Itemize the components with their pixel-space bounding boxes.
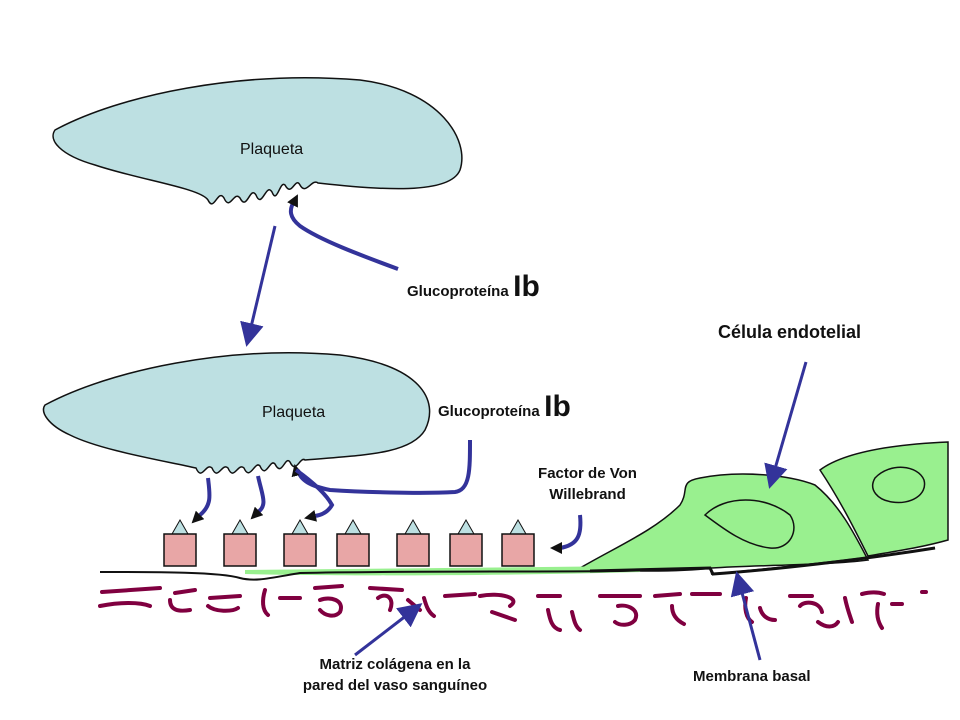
von-willebrand-line2: Willebrand — [549, 486, 626, 503]
glycoprotein-top-label: Glucoproteína Ib — [407, 270, 540, 304]
glycoprotein-bottom-label: Glucoproteína Ib — [438, 390, 571, 424]
descend-arrow — [240, 225, 277, 347]
receptor-link — [198, 477, 212, 517]
glycoprotein-bottom-prefix: Glucoproteína — [438, 403, 540, 420]
collagen-arrow — [354, 603, 423, 657]
receptor-link — [294, 468, 335, 518]
vwf-block — [396, 518, 430, 567]
basal-membrane-line — [589, 546, 936, 576]
vwf-block — [283, 518, 317, 567]
endothelial-cell-label: Célula endotelial — [718, 322, 862, 342]
von-willebrand-line1: Factor de Von — [538, 465, 637, 482]
vwf-block — [163, 518, 197, 567]
endothelial-nucleus-1 — [703, 499, 795, 549]
glycoprotein-top-suffix: Ib — [513, 270, 540, 303]
collagen-fibers — [98, 584, 928, 632]
platelet-top-label: Plaqueta — [240, 141, 304, 158]
von-willebrand-pointer — [559, 514, 583, 550]
vwf-block — [501, 518, 535, 567]
basal-membrane-label: Membrana basal — [693, 668, 811, 685]
endothelial-nucleus-2 — [871, 466, 926, 504]
glycoprotein-top-prefix: Glucoproteína — [407, 283, 509, 300]
vwf-block — [449, 518, 483, 567]
glycoprotein-bottom-suffix: Ib — [544, 390, 571, 423]
glycoprotein-top-pointer — [288, 198, 399, 271]
vwf-block — [223, 518, 257, 567]
receptor-link — [256, 475, 266, 514]
basal-membrane-arrow — [730, 571, 762, 661]
platelet-bottom-shape — [42, 352, 431, 474]
platelet-top-shape — [52, 77, 463, 205]
collagen-matrix-label: Matriz colágena en la pared del vaso san… — [270, 654, 520, 696]
vwf-block — [336, 518, 370, 567]
von-willebrand-label: Factor de Von Willebrand — [520, 463, 655, 505]
collagen-matrix-line2: pared del vaso sanguíneo — [302, 677, 488, 694]
glycoprotein-bottom-pointer — [296, 439, 472, 495]
platelet-bottom-label: Plaqueta — [262, 404, 326, 421]
endothelial-arrow — [764, 361, 808, 489]
collagen-matrix-line1: Matriz colágena en la — [319, 656, 471, 673]
